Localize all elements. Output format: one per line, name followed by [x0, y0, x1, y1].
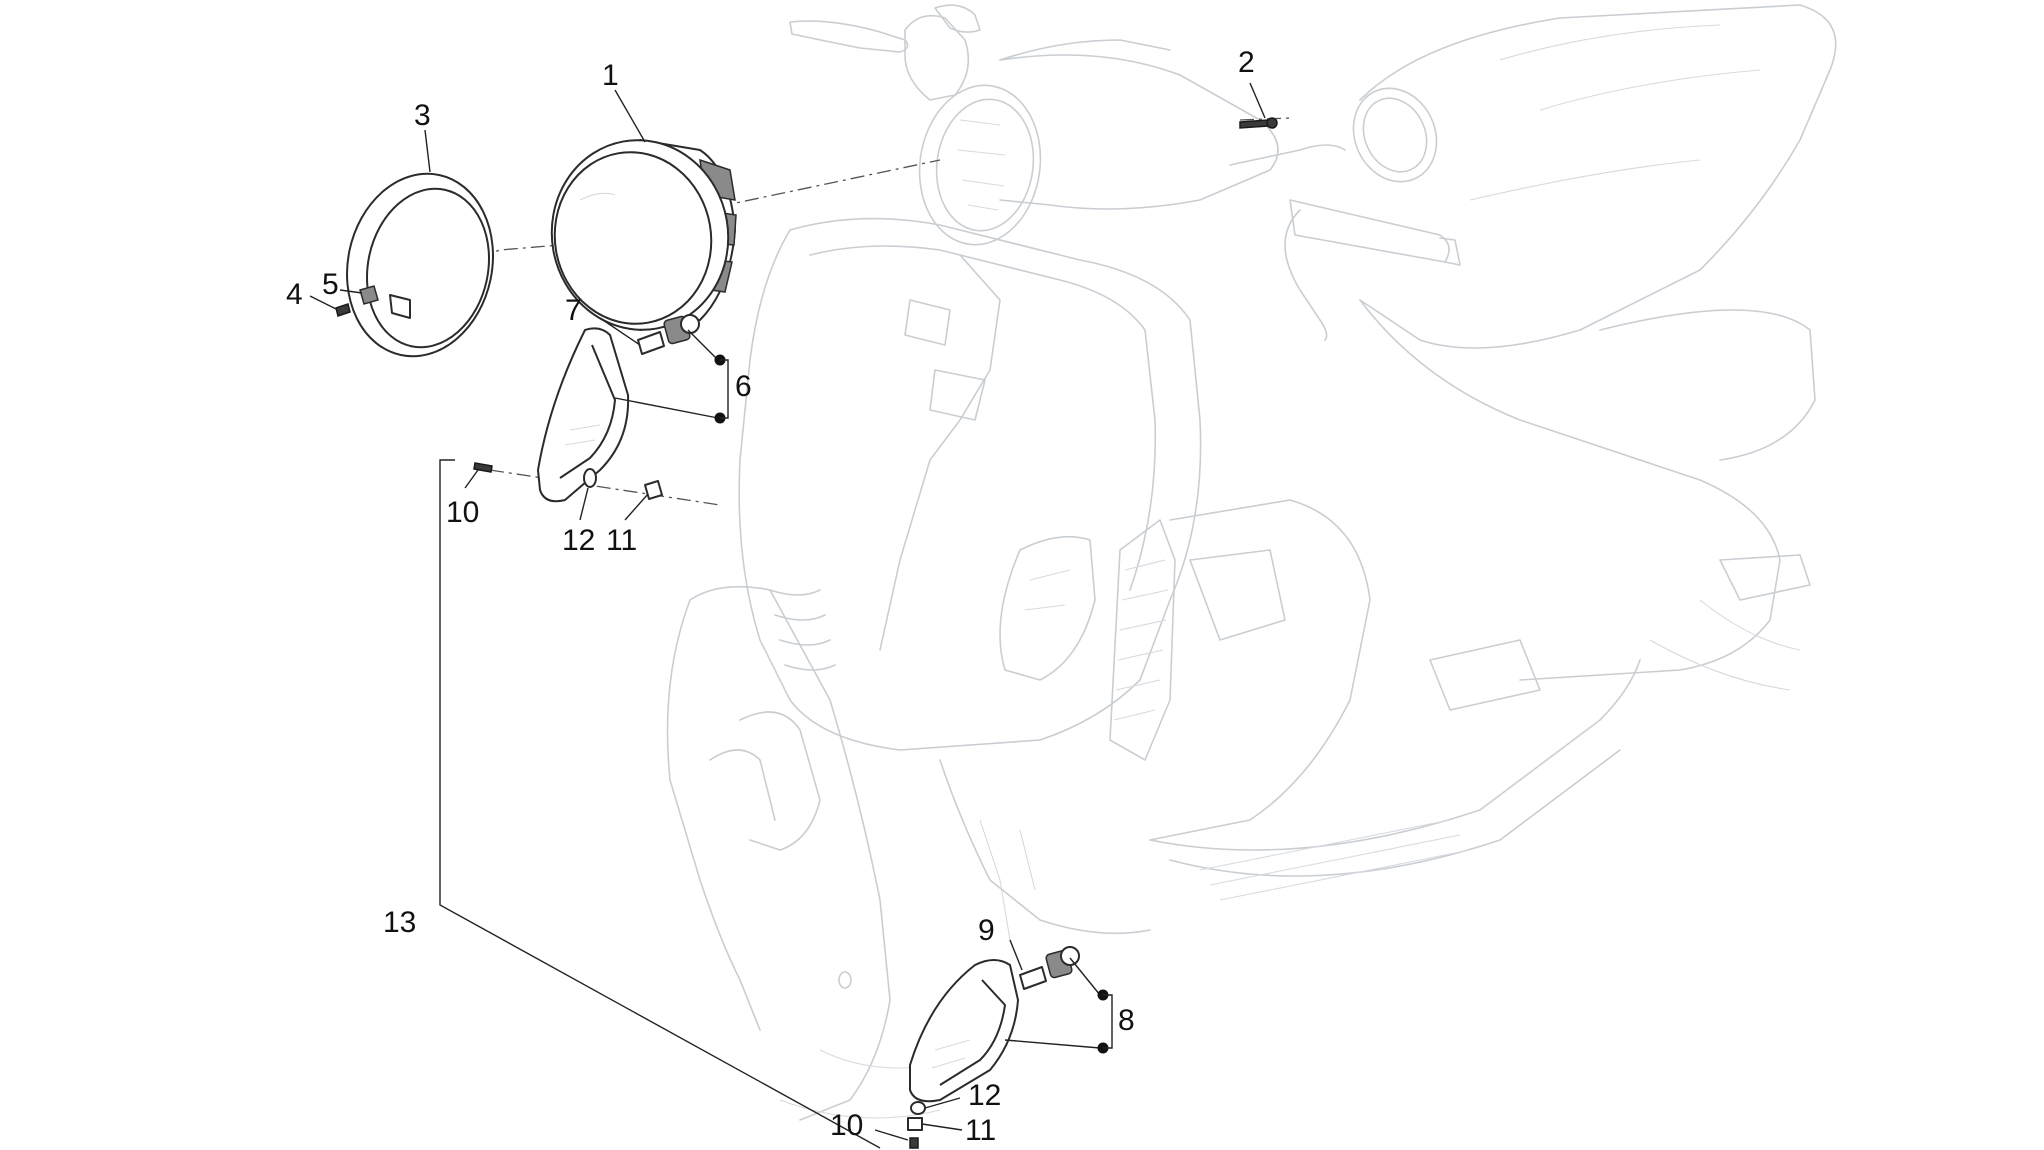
part-10-lower-screw [909, 1137, 919, 1149]
callout-9: 9 [978, 914, 995, 947]
part-upper-turn-signal-lens [537, 327, 630, 503]
part-12-lower-washer [910, 1101, 926, 1115]
callout-4: 4 [286, 278, 303, 311]
part-11-upper-nut [644, 480, 663, 500]
callout-11-upper: 11 [606, 524, 637, 557]
callout-12-upper: 12 [562, 524, 595, 557]
callout-labels: 1 2 3 4 5 6 7 8 9 10 10 11 11 12 12 13 [286, 46, 1255, 1147]
part-4-screw [335, 303, 351, 317]
part-11-lower-nut [907, 1117, 923, 1131]
callout-12-lower: 12 [968, 1079, 1001, 1112]
part-lower-turn-signal-lens [909, 959, 1019, 1103]
part-9-bulb-socket [1019, 946, 1080, 990]
part-12-upper-washer [583, 468, 597, 488]
leader-lines [309, 82, 1266, 1149]
part-5-clip [359, 285, 379, 305]
callout-10-upper: 10 [446, 496, 479, 529]
callout-7: 7 [565, 294, 582, 327]
callout-13: 13 [383, 906, 416, 939]
part-1-headlight-unit [550, 139, 737, 331]
callout-2: 2 [1238, 46, 1255, 79]
part-2-screw [1239, 117, 1278, 129]
callout-11-lower: 11 [965, 1114, 996, 1147]
callout-10-lower: 10 [830, 1109, 863, 1142]
callout-8: 8 [1118, 1004, 1135, 1037]
part-7-bulb-socket [637, 314, 700, 355]
part-10-upper-screw [473, 462, 493, 473]
assembly-axis-lines [349, 117, 1291, 506]
callout-6: 6 [735, 370, 752, 403]
callout-3: 3 [414, 99, 431, 132]
callout-5: 5 [322, 268, 339, 301]
scooter-ghost-outline [666, 4, 1837, 1121]
callout-1: 1 [602, 59, 619, 92]
part-3-headlight-trim-ring [346, 172, 494, 358]
